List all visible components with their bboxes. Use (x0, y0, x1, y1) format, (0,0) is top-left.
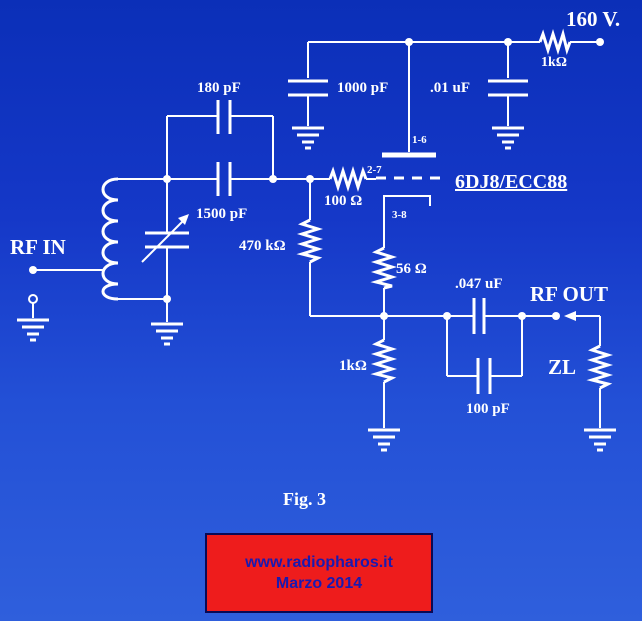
bypass-capacitor-01uf (488, 79, 528, 150)
supply-voltage-label: 160 V. (566, 7, 620, 31)
ground-symbol (492, 126, 524, 150)
cathode-resistor-label: 56 Ω (396, 261, 427, 277)
grid-resistor-100ohm (328, 165, 368, 193)
supply-resistor-1k (538, 28, 572, 56)
rf-in-label: RF IN (10, 235, 66, 259)
rf-out-label: RF OUT (530, 282, 608, 306)
grid-leak-resistor-470k (296, 218, 324, 264)
tank-inductor (101, 177, 167, 301)
cap-180pf-label: 180 pF (197, 80, 241, 96)
grid-pin-label: 2-7 (367, 164, 382, 176)
supply-resistor-label: 1kΩ (541, 55, 567, 70)
output-capacitors (446, 298, 523, 394)
supply-rail (307, 38, 604, 152)
tube-6dj8 (376, 152, 440, 228)
cathode-pin-label: 3-8 (392, 209, 407, 221)
bypass-1000pf-label: 1000 pF (337, 80, 388, 96)
grid-leak-label: 470 kΩ (239, 238, 286, 254)
ground-symbol (17, 318, 49, 342)
bypass-capacitor-1000pf (288, 79, 328, 150)
credit-box: www.radiopharos.it Marzo 2014 (205, 533, 433, 613)
variable-capacitor (141, 179, 189, 346)
grid-resistor-label: 100 Ω (324, 193, 362, 209)
ground-symbol (292, 126, 324, 150)
zl-label: ZL (548, 355, 576, 379)
cap-1500pf-label: 1500 pF (196, 206, 247, 222)
figure-caption: Fig. 3 (283, 489, 326, 509)
coupling-capacitors (118, 100, 274, 196)
credit-date: Marzo 2014 (275, 575, 363, 592)
rf-in-terminal (17, 266, 104, 342)
bypass-01uf-label: .01 uF (430, 80, 470, 96)
plate-pin-label: 1-6 (412, 134, 427, 146)
ground-symbol (584, 428, 616, 452)
ground-symbol (368, 428, 400, 452)
load-resistor-label: 1kΩ (339, 358, 367, 374)
ground-symbol (151, 322, 183, 346)
tube-type-label: 6DJ8/ECC88 (455, 171, 567, 193)
cathode-resistor-56ohm (370, 246, 398, 290)
cap-047uf-label: .047 uF (455, 276, 503, 292)
cap-100pf-label: 100 pF (466, 401, 510, 417)
credit-website: www.radiopharos.it (245, 554, 393, 571)
load-resistor-1k (368, 338, 400, 452)
zl-load (564, 311, 616, 452)
grid-wiring (269, 175, 376, 316)
